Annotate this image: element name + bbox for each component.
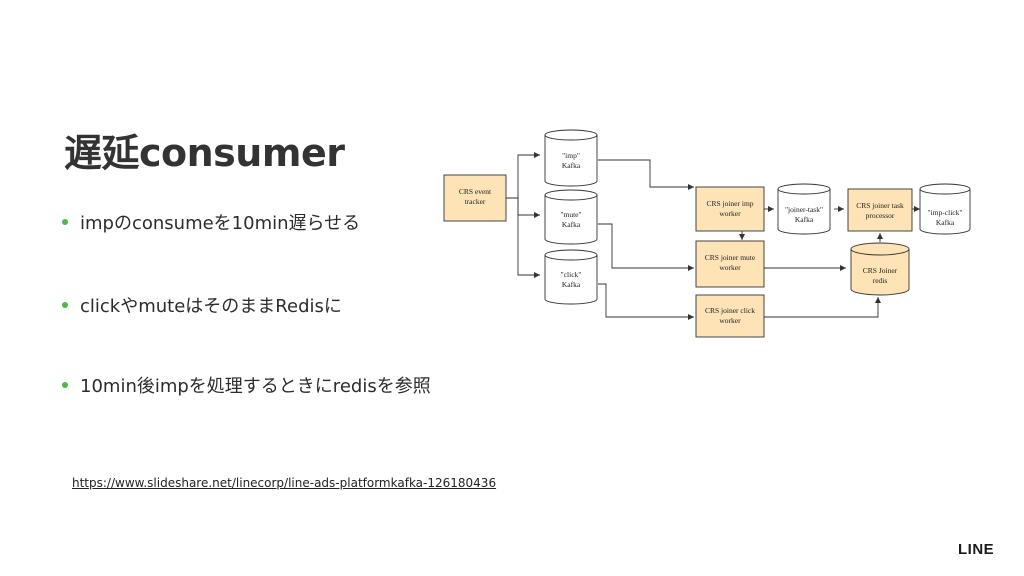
node-label: "joiner-task": [785, 205, 823, 214]
node-kafka-click: "click" Kafka: [544, 249, 598, 305]
bullet-text: 10min後impを処理するときにredisを参照: [80, 376, 431, 397]
arrow-tracker-to-mute: [506, 197, 540, 218]
node-task-processor: CRS joiner task processor: [847, 188, 913, 232]
node-label: tracker: [465, 197, 486, 206]
node-label: "imp": [562, 151, 580, 160]
node-event-tracker: CRS event tracker: [443, 174, 507, 222]
node-label: Kafka: [936, 218, 955, 227]
node-imp-click-kafka: "imp-click" Kafka: [919, 183, 971, 235]
node-label: Kafka: [795, 215, 814, 224]
node-kafka-mute: "mute" Kafka: [544, 189, 598, 245]
node-label: redis: [873, 276, 888, 285]
arrow-click-to-redis: [764, 297, 881, 318]
page-title: 遅延consumer: [64, 131, 345, 175]
node-label: CRS Joiner: [863, 266, 898, 275]
node-label: Kafka: [562, 280, 581, 289]
arrow-imp-to-joiner: [598, 159, 694, 190]
node-joiner-imp: CRS joiner imp worker: [695, 186, 765, 232]
bullet-dot-icon: [62, 382, 68, 388]
bullet-item: clickやmuteはそのままRedisに: [62, 292, 342, 318]
arrow-click-to-joiner: [598, 283, 694, 320]
node-label: CRS joiner click: [705, 306, 755, 315]
line-logo: LINE: [958, 541, 995, 558]
node-joiner-click: CRS joiner click worker: [695, 294, 765, 338]
node-label: worker: [719, 263, 741, 272]
node-joiner-redis: CRS Joiner redis: [850, 242, 910, 296]
node-label: CRS joiner imp: [706, 199, 753, 208]
node-label: worker: [719, 209, 741, 218]
bullet-dot-icon: [62, 219, 68, 225]
node-label: CRS event: [459, 187, 492, 196]
bullet-item: 10min後impを処理するときにredisを参照: [62, 372, 431, 398]
node-joiner-task-kafka: "joiner-task" Kafka: [777, 183, 831, 235]
arrow-tracker-to-imp: [506, 152, 540, 199]
bullet-text: impのconsumeを10min遅らせる: [80, 213, 361, 234]
diagram-connectors: [506, 152, 920, 320]
node-joiner-mute: CRS joiner mute worker: [695, 240, 765, 288]
node-label: "imp-click": [928, 208, 963, 217]
arrow-tracker-to-click: [506, 197, 540, 278]
node-label: Kafka: [562, 161, 581, 170]
node-label: Kafka: [562, 220, 581, 229]
node-label: CRS joiner mute: [705, 253, 756, 262]
node-label: processor: [866, 211, 895, 220]
source-link[interactable]: https://www.slideshare.net/linecorp/line…: [72, 476, 497, 490]
bullet-dot-icon: [62, 302, 68, 308]
node-kafka-imp: "imp" Kafka: [544, 129, 598, 187]
arrow-mute-to-joiner: [598, 223, 694, 271]
node-label: worker: [719, 316, 741, 325]
node-label: CRS joiner task: [856, 201, 904, 210]
node-label: "click": [561, 270, 582, 279]
node-label: "mute": [560, 210, 581, 219]
bullet-text: clickやmuteはそのままRedisに: [80, 296, 342, 317]
bullet-item: impのconsumeを10min遅らせる: [62, 209, 360, 235]
